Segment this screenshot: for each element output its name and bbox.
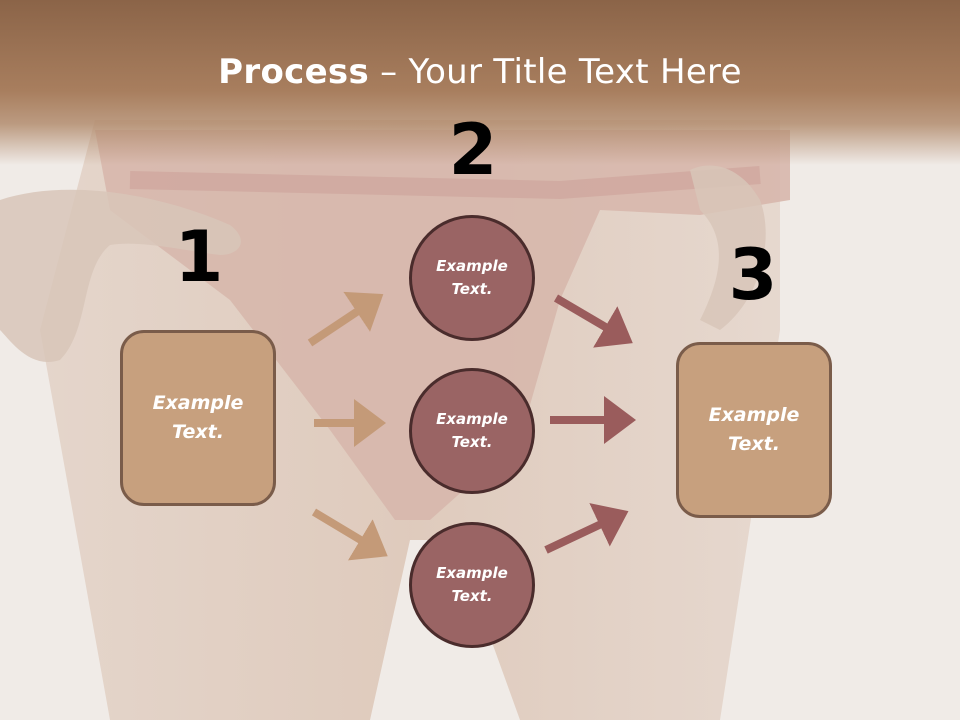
arrow-box1-to-circle-top <box>307 291 384 347</box>
circle-top-text: Example Text. <box>436 257 508 298</box>
step-number-1: 1 <box>174 216 224 298</box>
step-box-left-text: Example Text. <box>152 392 244 443</box>
arrow-circle-top-to-box3 <box>553 294 633 348</box>
title-band <box>0 0 960 165</box>
arrow-circle-bottom-to-box3 <box>544 503 629 554</box>
step-number-3: 3 <box>728 234 778 316</box>
step-box-left: Example Text. <box>120 330 276 506</box>
slide-title: Process – Your Title Text Here <box>0 52 960 92</box>
title-bold-part: Process <box>218 52 370 92</box>
circle-middle-text: Example Text. <box>436 410 508 451</box>
step-number-2: 2 <box>448 109 498 191</box>
circle-top: Example Text. <box>409 215 535 341</box>
step-box-right-text: Example Text. <box>708 404 800 455</box>
circle-bottom-text: Example Text. <box>436 564 508 605</box>
title-rest-part: – Your Title Text Here <box>369 52 742 92</box>
arrow-box1-to-circle-bottom <box>311 508 388 561</box>
circle-bottom: Example Text. <box>409 522 535 648</box>
step-box-right: Example Text. <box>676 342 832 518</box>
circle-middle: Example Text. <box>409 368 535 494</box>
